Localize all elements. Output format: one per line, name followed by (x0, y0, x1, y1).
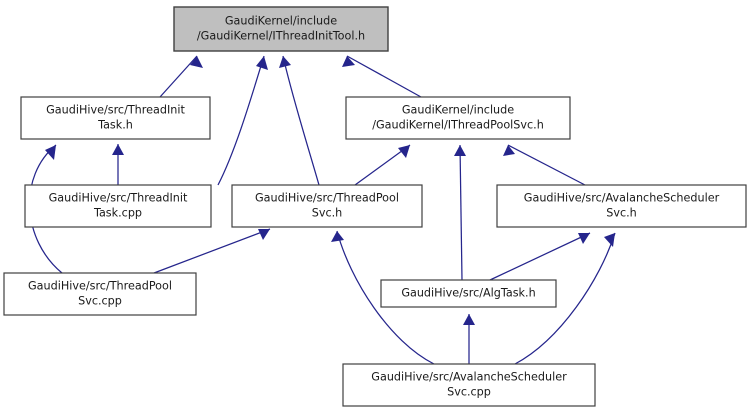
graph-edge-avalancheschedulersvc_cpp-to-threadpoolsvc_h (331, 230, 435, 365)
edge-line (459, 144, 463, 281)
node-label-line-1: GaudiKernel/include (225, 14, 337, 27)
graph-node-ithreadinittool[interactable]: GaudiKernel/include/GaudiKernel/IThreadI… (173, 6, 389, 52)
edge-arrowhead-icon (258, 229, 270, 240)
node-label-line-1: GaudiHive/src/ThreadInit (49, 191, 188, 204)
node-box[interactable] (3, 272, 197, 316)
node-label-line-2: Task.cpp (93, 207, 142, 220)
edge-arrowhead-icon (279, 56, 291, 68)
graph-node-threadpoolsvc_h[interactable]: GaudiHive/src/ThreadPoolSvc.h (231, 184, 423, 228)
graph-edge-avalancheschedulersvc_cpp-to-algtask_h (463, 314, 475, 364)
node-label-line-1: GaudiHive/src/ThreadPool (28, 279, 172, 292)
node-box[interactable] (173, 6, 389, 52)
graph-edge-algtask_h-to-ithreadpoolsvc (454, 144, 466, 281)
graph-node-algtask_h[interactable]: GaudiHive/src/AlgTask.h (380, 279, 557, 308)
edge-arrowhead-icon (398, 145, 410, 158)
node-box[interactable] (496, 184, 747, 228)
node-box[interactable] (380, 279, 557, 308)
node-label-line-1: GaudiHive/src/ThreadInit (46, 103, 185, 116)
node-label-line-2: Svc.h (312, 207, 343, 220)
node-box[interactable] (345, 96, 571, 140)
node-box[interactable] (24, 184, 212, 228)
node-label-line-2: Task.h (97, 119, 133, 132)
edge-arrowhead-icon (454, 145, 466, 156)
node-label-line-1: GaudiKernel/include (402, 103, 514, 116)
edge-arrowhead-icon (503, 145, 515, 156)
edge-arrowhead-icon (342, 56, 355, 67)
graph-edge-threadpoolsvc_h-to-ithreadinittool (279, 55, 320, 186)
edge-line (282, 55, 320, 186)
edge-arrowhead-icon (463, 314, 475, 325)
node-box[interactable] (342, 363, 596, 407)
graph-edge-ithreadpoolsvc-to-ithreadinittool (342, 55, 422, 98)
edge-line (159, 55, 198, 98)
graph-edge-threadinittask_cpp-to-threadinittask_h (112, 144, 124, 185)
edge-arrowhead-icon (604, 233, 615, 247)
edge-line (217, 55, 265, 186)
graph-edge-threadpoolsvc_cpp-to-threadpoolsvc_h (153, 228, 271, 274)
node-label-line-1: GaudiHive/src/ThreadPool (255, 191, 399, 204)
node-label-line-2: Svc.cpp (78, 295, 122, 308)
edge-line (507, 144, 586, 186)
node-label-line-2: /GaudiKernel/IThreadPoolSvc.h (372, 119, 544, 132)
node-label-line-1: GaudiHive/src/AvalancheScheduler (524, 191, 720, 204)
edge-arrowhead-icon (331, 231, 344, 242)
edge-arrowhead-icon (578, 233, 590, 244)
graph-edge-threadpoolsvc_h-to-ithreadpoolsvc (354, 144, 411, 186)
node-box[interactable] (231, 184, 423, 228)
node-label-line-1: GaudiHive/src/AlgTask.h (401, 287, 535, 300)
edge-arrowhead-icon (112, 144, 124, 155)
node-label-line-2: Svc.cpp (447, 386, 491, 399)
edge-line (336, 230, 435, 365)
node-box[interactable] (20, 96, 211, 140)
edge-line (489, 232, 591, 281)
graph-edge-threadinittask_cpp-to-ithreadinittool (217, 55, 268, 186)
edge-arrowhead-icon (190, 56, 203, 68)
node-label-line-2: /GaudiKernel/IThreadInitTool.h (197, 30, 365, 43)
edge-line (514, 232, 616, 365)
graph-edge-threadinittask_h-to-ithreadinittool (159, 55, 203, 98)
edge-arrowhead-icon (256, 56, 268, 70)
graph-edge-avalancheschedulersvc_cpp-to-avalancheschedulersvc_h (514, 232, 616, 365)
edge-line (354, 144, 411, 186)
graph-edge-algtask_h-to-avalancheschedulersvc_h (489, 232, 591, 281)
edge-line (346, 55, 422, 98)
edge-line (153, 228, 271, 274)
node-label-line-1: GaudiHive/src/AvalancheScheduler (371, 370, 567, 383)
graph-node-ithreadpoolsvc[interactable]: GaudiKernel/include/GaudiKernel/IThreadP… (345, 96, 571, 140)
edge-arrowhead-icon (45, 145, 56, 160)
node-label-line-2: Svc.h (606, 207, 637, 220)
graph-edge-avalancheschedulersvc_h-to-ithreadpoolsvc (503, 144, 586, 186)
graph-nodes-layer: GaudiKernel/include/GaudiKernel/IThreadI… (3, 6, 747, 407)
graph-node-threadpoolsvc_cpp[interactable]: GaudiHive/src/ThreadPoolSvc.cpp (3, 272, 197, 316)
